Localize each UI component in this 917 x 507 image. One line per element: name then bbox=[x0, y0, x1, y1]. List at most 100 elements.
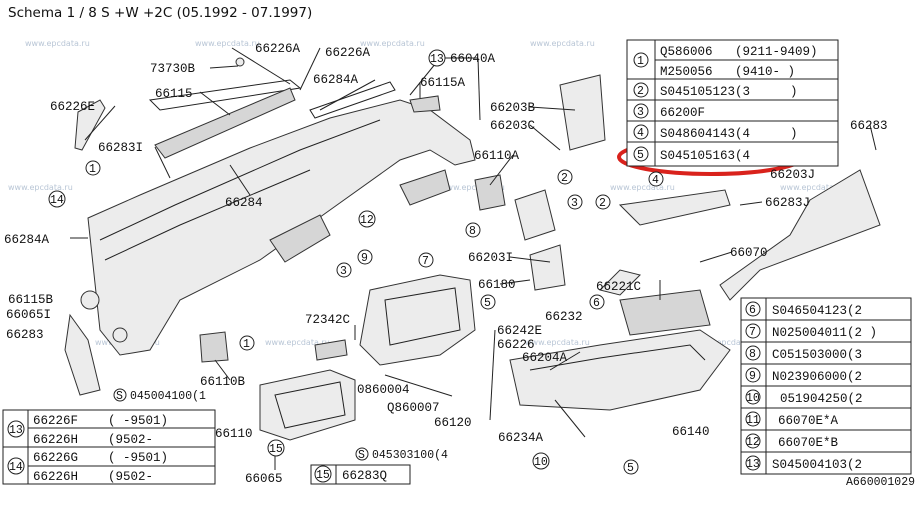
legend-range: ( -9501) bbox=[108, 451, 168, 465]
legend-top: 1 Q586006 (9211-9409) M250056 (9410- ) 2… bbox=[626, 39, 839, 167]
legend-num: 13 bbox=[746, 458, 760, 471]
page-title: Schema 1 / 8 S +W +2C (05.1992 - 07.1997… bbox=[8, 5, 313, 21]
callout-label: 72342C bbox=[305, 313, 350, 327]
legend-15: 15 66283Q bbox=[310, 464, 411, 485]
callout-label: 66283J bbox=[765, 196, 810, 210]
legend-num: 2 bbox=[637, 85, 644, 98]
legend-num: 5 bbox=[637, 149, 644, 162]
legend-num: 1 bbox=[637, 55, 644, 68]
num-circle: 5 bbox=[627, 462, 634, 475]
dashboard-panel bbox=[87, 79, 476, 356]
callout-label: 66180 bbox=[478, 278, 516, 292]
num-circle: 9 bbox=[361, 252, 368, 265]
legend-part: Q586006 bbox=[660, 45, 713, 59]
vents-and-brackets bbox=[80, 57, 606, 363]
callout-label: 66065 bbox=[245, 472, 283, 486]
legend-range: (9410- ) bbox=[735, 65, 795, 79]
legend-part: 66283Q bbox=[342, 469, 387, 483]
callout-label: 66203I bbox=[468, 251, 513, 265]
legend-part: 66226H bbox=[33, 470, 78, 484]
legend-part: S045004103(2 bbox=[772, 458, 862, 472]
legend-part: 66226G bbox=[33, 451, 78, 465]
num-circle: 4 bbox=[652, 174, 659, 187]
num-circle: 7 bbox=[422, 255, 429, 268]
watermark: www.epcdata.ru bbox=[195, 39, 260, 48]
num-circle: 2 bbox=[561, 172, 568, 185]
leader-lines bbox=[70, 47, 877, 470]
callout-label: 66140 bbox=[672, 425, 710, 439]
legend-part: 66070E*A bbox=[778, 414, 839, 428]
callout-label: Q860007 bbox=[387, 401, 440, 415]
legend-num: 13 bbox=[9, 424, 23, 437]
callout-label: 66110B bbox=[200, 375, 246, 389]
callout-label: 66110A bbox=[474, 149, 520, 163]
callout-label: 66283 bbox=[850, 119, 888, 133]
watermark: www.epcdata.ru bbox=[265, 338, 330, 347]
legend-range: (9211-9409) bbox=[735, 45, 818, 59]
num-circle: 2 bbox=[599, 197, 606, 210]
watermark: www.epcdata.ru bbox=[25, 39, 90, 48]
callout-label: 0860004 bbox=[357, 383, 410, 397]
legend-part: 66226H bbox=[33, 433, 78, 447]
diagram-code: A660001029 bbox=[846, 476, 915, 489]
legend-num: 14 bbox=[9, 461, 23, 474]
watermark: www.epcdata.ru bbox=[360, 39, 425, 48]
watermark: www.epcdata.ru bbox=[780, 183, 845, 192]
callout-label: 66284A bbox=[4, 233, 50, 247]
callout-label: 66284A bbox=[313, 73, 359, 87]
callout-label: 045004100(1 bbox=[130, 390, 206, 403]
callout-label: 66234A bbox=[498, 431, 544, 445]
legend-part: S045105163(4 bbox=[660, 149, 750, 163]
callout-label: 66283I bbox=[98, 141, 143, 155]
num-circle: 6 bbox=[593, 297, 600, 310]
legend-num: 11 bbox=[746, 414, 760, 427]
callout-label: 66110 bbox=[215, 427, 253, 441]
legend-num: 8 bbox=[749, 348, 756, 361]
legend-num: 3 bbox=[637, 106, 644, 119]
callout-label: 66283 bbox=[6, 328, 44, 342]
callout-label: 66226A bbox=[325, 46, 371, 60]
callout-label: 66226E bbox=[50, 100, 95, 114]
callout-label: 66221C bbox=[596, 280, 641, 294]
legend-part: 66226F bbox=[33, 414, 78, 428]
num-circle: 15 bbox=[269, 443, 283, 456]
legend-bottom: 13 66226F ( -9501) 66226H (9502- 14 6622… bbox=[2, 409, 216, 485]
s-icon: S bbox=[116, 390, 123, 403]
callouts: 73730B 66226A 66226A 66040A 66226E 66115… bbox=[4, 42, 915, 489]
callout-label: 66232 bbox=[545, 310, 583, 324]
callout-label: 66203B bbox=[490, 101, 536, 115]
legend-part: S046504123(2 bbox=[772, 304, 862, 318]
legend-range: ( -9501) bbox=[108, 414, 168, 428]
callout-label: 66203C bbox=[490, 119, 535, 133]
legend-num: 9 bbox=[749, 370, 756, 383]
legend-num: 12 bbox=[746, 436, 760, 449]
num-circle: 14 bbox=[50, 194, 64, 207]
callout-label: 66242E bbox=[497, 324, 542, 338]
legend-part: 66200F bbox=[660, 106, 705, 120]
legend-part: S045105123(3 bbox=[660, 85, 750, 99]
legend-num: 6 bbox=[749, 304, 756, 317]
legend-part: 051904250(2 bbox=[780, 392, 863, 406]
glove-box bbox=[509, 289, 731, 411]
callout-label: 66115B bbox=[8, 293, 54, 307]
callout-label: 66070 bbox=[730, 246, 768, 260]
s-icon: S bbox=[358, 449, 365, 462]
callout-label: 66115A bbox=[420, 76, 466, 90]
callout-label: 66226 bbox=[497, 338, 535, 352]
watermark: www.epcdata.ru bbox=[525, 338, 590, 347]
num-circle: 10 bbox=[534, 456, 548, 469]
side-panel-right bbox=[599, 169, 881, 301]
callout-label: 66040A bbox=[450, 52, 496, 66]
legend-part: N023906000(2 bbox=[772, 370, 862, 384]
legend-part: C051503000(3 bbox=[772, 348, 862, 362]
legend-range: (9502- bbox=[108, 470, 153, 484]
num-circle: 5 bbox=[484, 297, 491, 310]
legend-num: 7 bbox=[749, 326, 756, 339]
num-circle: 12 bbox=[360, 214, 374, 227]
callout-label: 73730B bbox=[150, 62, 196, 76]
watermark: www.epcdata.ru bbox=[695, 338, 760, 347]
legend-part: S048604143(4 bbox=[660, 127, 750, 141]
watermark: www.epcdata.ru bbox=[8, 183, 73, 192]
watermark: www.epcdata.ru bbox=[610, 183, 675, 192]
